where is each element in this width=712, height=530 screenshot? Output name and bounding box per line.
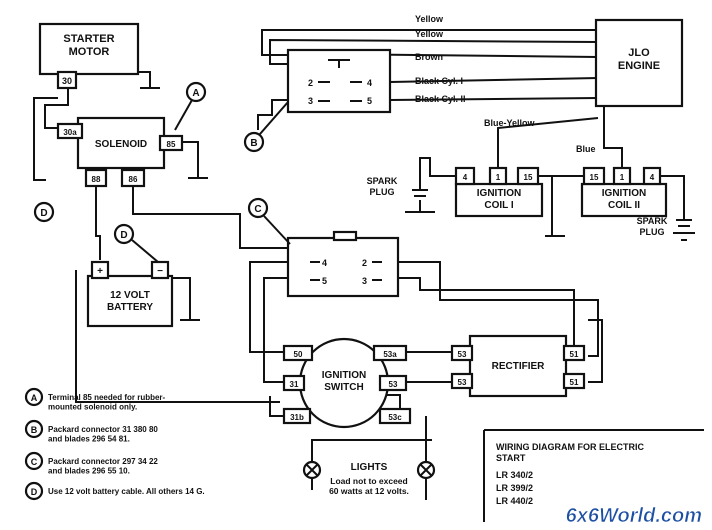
svg-text:86: 86: [129, 175, 138, 184]
svg-text:53: 53: [458, 378, 467, 387]
svg-text:53c: 53c: [388, 413, 402, 422]
legend-letter: D: [31, 487, 38, 497]
legend-letter: C: [31, 457, 38, 467]
svg-text:D: D: [120, 230, 127, 241]
svg-text:4: 4: [650, 173, 655, 182]
model-2: LR 399/2: [496, 483, 533, 493]
svg-text:88: 88: [92, 175, 101, 184]
svg-text:Yellow: Yellow: [415, 14, 444, 24]
svg-text:4: 4: [322, 258, 327, 268]
svg-text:Blue-Yellow: Blue-Yellow: [484, 118, 536, 128]
svg-text:31b: 31b: [290, 413, 304, 422]
svg-text:85: 85: [167, 140, 176, 149]
legend-marker: [24, 419, 44, 439]
svg-text:50: 50: [294, 350, 303, 359]
svg-text:Brown: Brown: [415, 52, 443, 62]
svg-text:51: 51: [570, 378, 579, 387]
svg-text:+: +: [97, 266, 103, 277]
legend-item: A Terminal 85 needed for rubber-mounted s…: [24, 387, 166, 412]
svg-text:1: 1: [620, 173, 625, 182]
wire-labels: Yellow Yellow Brown Black Cyl. I Black C…: [415, 14, 596, 154]
legend-letter: B: [31, 425, 38, 435]
legend-letter: A: [31, 393, 38, 403]
svg-text:4: 4: [463, 173, 468, 182]
callouts: A B C D D: [33, 81, 291, 263]
svg-text:3: 3: [362, 276, 367, 286]
legend-text: Use 12 volt battery cable. All others 14…: [48, 487, 205, 496]
legend-marker: [24, 481, 44, 501]
watermark: 6x6World.com: [566, 505, 702, 527]
svg-text:53: 53: [389, 380, 398, 389]
solenoid-label: SOLENOID: [95, 139, 147, 150]
rectifier: RECTIFIER 53 53 51 51: [450, 334, 586, 398]
solenoid: SOLENOID 30a 85 88 86: [56, 116, 184, 188]
legend-text: Terminal 85 needed for rubber-mounted so…: [48, 393, 166, 412]
svg-text:Black Cyl. II: Black Cyl. II: [415, 94, 466, 104]
svg-text:Blue: Blue: [576, 144, 596, 154]
svg-text:C: C: [254, 204, 261, 215]
svg-text:15: 15: [590, 173, 599, 182]
svg-text:4: 4: [367, 78, 372, 88]
svg-text:15: 15: [524, 173, 533, 182]
svg-text:Yellow: Yellow: [415, 29, 444, 39]
svg-text:A: A: [192, 88, 199, 99]
svg-text:51: 51: [570, 350, 579, 359]
packard-connector-b: 2 3 4 5: [286, 48, 392, 114]
legend-marker: [24, 451, 44, 471]
svg-text:53: 53: [458, 350, 467, 359]
svg-text:31: 31: [290, 380, 299, 389]
ground-symbols: [140, 87, 695, 321]
svg-text:5: 5: [367, 96, 372, 106]
packard-connector-c: 4 5 2 3: [286, 230, 400, 298]
svg-text:2: 2: [308, 78, 313, 88]
svg-text:−: −: [157, 266, 163, 277]
svg-text:D: D: [40, 208, 47, 219]
svg-text:Black Cyl. I: Black Cyl. I: [415, 76, 463, 86]
rectifier-label: RECTIFIER: [492, 361, 546, 372]
svg-text:30: 30: [62, 76, 72, 86]
lights-label: LIGHTS: [351, 462, 388, 473]
legend: A Terminal 85 needed for rubber-mounted s…: [24, 387, 205, 501]
model-1: LR 340/2: [496, 470, 533, 480]
svg-text:1: 1: [496, 173, 501, 182]
svg-text:B: B: [250, 138, 257, 149]
legend-marker: [24, 387, 44, 407]
svg-text:30a: 30a: [63, 128, 77, 137]
svg-text:53a: 53a: [383, 350, 397, 359]
svg-text:5: 5: [322, 276, 327, 286]
model-3: LR 440/2: [496, 496, 533, 506]
svg-text:2: 2: [362, 258, 367, 268]
svg-text:3: 3: [308, 96, 313, 106]
legend-item: D Use 12 volt battery cable. All others 1…: [24, 481, 205, 501]
